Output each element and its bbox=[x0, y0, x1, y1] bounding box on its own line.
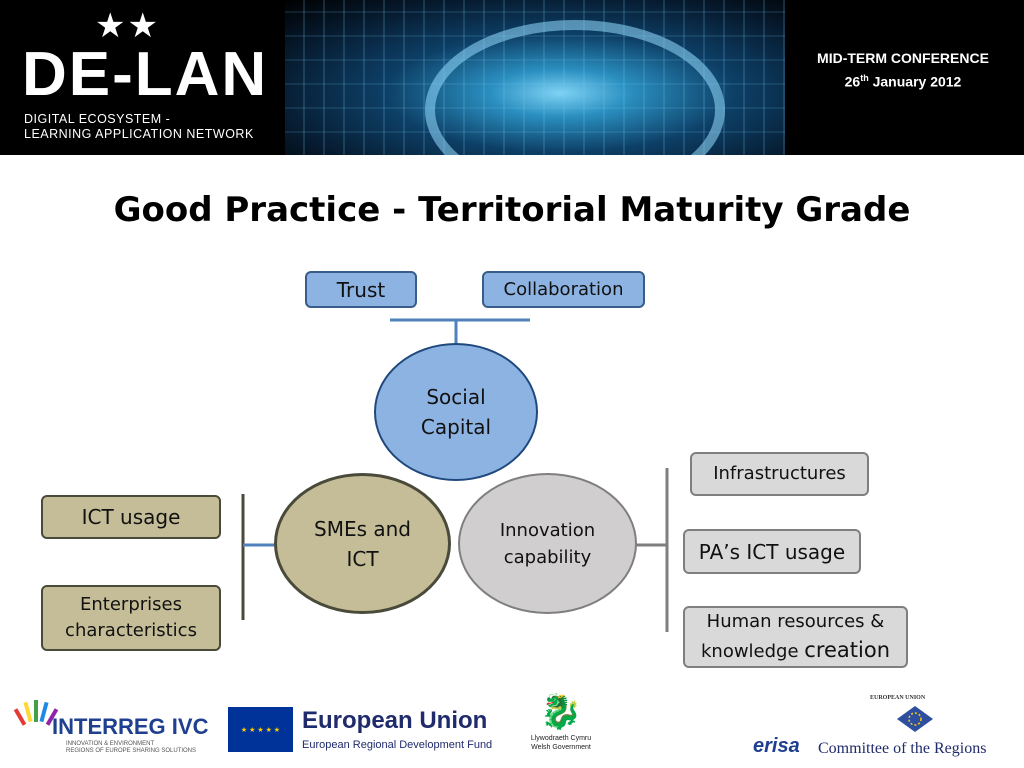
cor-name: Committee of the Regions bbox=[818, 740, 987, 757]
interreg-tag-line1: INNOVATION & ENVIRONMENT bbox=[66, 741, 155, 747]
conference-day-suffix: th bbox=[860, 73, 869, 83]
interreg-tag-line2: REGIONS OF EUROPE SHARING SOLUTIONS bbox=[66, 748, 197, 754]
cor-eu-label: EUROPEAN UNION bbox=[870, 695, 926, 701]
logo-subtitle-line2: LEARNING APPLICATION NETWORK bbox=[24, 127, 254, 141]
interreg-tagline: INNOVATION & ENVIRONMENT REGIONS OF EURO… bbox=[66, 741, 196, 755]
erisa-logo: erisa bbox=[753, 735, 800, 757]
enterprises-characteristics-box: Enterprises characteristics bbox=[41, 585, 221, 651]
logo-title: DE-LAN bbox=[22, 40, 269, 109]
eu-name: European Union bbox=[302, 707, 488, 734]
smes-ict-line1: SMEs and bbox=[314, 516, 411, 541]
wales-line1: Llywodraeth Cymru bbox=[530, 735, 592, 742]
innovation-line1: Innovation bbox=[499, 519, 596, 541]
interreg-name: INTERREG IVC bbox=[52, 714, 209, 739]
logo-subtitle-line1: DIGITAL ECOSYSTEM - bbox=[24, 112, 171, 126]
star-icon: ★★ bbox=[95, 7, 160, 45]
conference-date-line: 26th January 2012 bbox=[790, 68, 1016, 92]
eu-fund: European Regional Development Fund bbox=[302, 739, 493, 751]
ict-usage-box: ICT usage bbox=[41, 495, 221, 539]
header-banner: ★★ DE-LAN DIGITAL ECOSYSTEM - LEARNING A… bbox=[0, 0, 1024, 155]
innovation-line2: capability bbox=[503, 546, 592, 568]
welsh-dragon-icon: 🐉 bbox=[539, 693, 583, 731]
wales-line2: Welsh Government bbox=[531, 744, 591, 751]
conference-date: January 2012 bbox=[868, 73, 962, 90]
cor-logo-icon bbox=[897, 706, 933, 732]
enterprises-line2: characteristics bbox=[65, 620, 197, 641]
welsh-government-logo: 🐉 Llywodraeth Cymru Welsh Government bbox=[521, 690, 601, 766]
human-resources-line1: Human resources & bbox=[706, 611, 885, 632]
conference-title: MID-TERM CONFERENCE bbox=[817, 50, 989, 66]
pa-ict-usage-box: PA’s ICT usage bbox=[683, 529, 861, 574]
human-resources-line2b: creation bbox=[804, 638, 891, 662]
social-capital-line2: Capital bbox=[420, 415, 492, 439]
conference-day: 26 bbox=[844, 73, 861, 90]
interreg-logo: INTERREG IVC INNOVATION & ENVIRONMENT RE… bbox=[8, 690, 223, 765]
banner-image bbox=[285, 0, 785, 155]
human-resources-box: Human resources & knowledge creation bbox=[683, 606, 908, 668]
human-resources-line2: knowledge creation bbox=[701, 636, 890, 666]
enterprises-line1: Enterprises bbox=[80, 594, 182, 615]
trust-box: Trust bbox=[305, 271, 417, 308]
human-resources-line2a: knowledge bbox=[700, 641, 805, 662]
slide-title: Good Practice - Territorial Maturity Gra… bbox=[113, 190, 911, 230]
innovation-circle: Innovation capability bbox=[458, 473, 637, 614]
infrastructures-box: Infrastructures bbox=[690, 452, 869, 496]
eu-flag-icon: ★ ★ ★ ★ ★ bbox=[228, 707, 293, 752]
conference-info: MID-TERM CONFERENCE 26th January 2012 bbox=[790, 48, 1016, 92]
interreg-fan-icon bbox=[13, 700, 59, 726]
social-capital-line1: Social bbox=[426, 385, 486, 409]
collaboration-box: Collaboration bbox=[482, 271, 645, 308]
logo-subtitle: DIGITAL ECOSYSTEM - LEARNING APPLICATION… bbox=[24, 112, 254, 142]
smes-ict-line2: ICT bbox=[346, 546, 379, 571]
